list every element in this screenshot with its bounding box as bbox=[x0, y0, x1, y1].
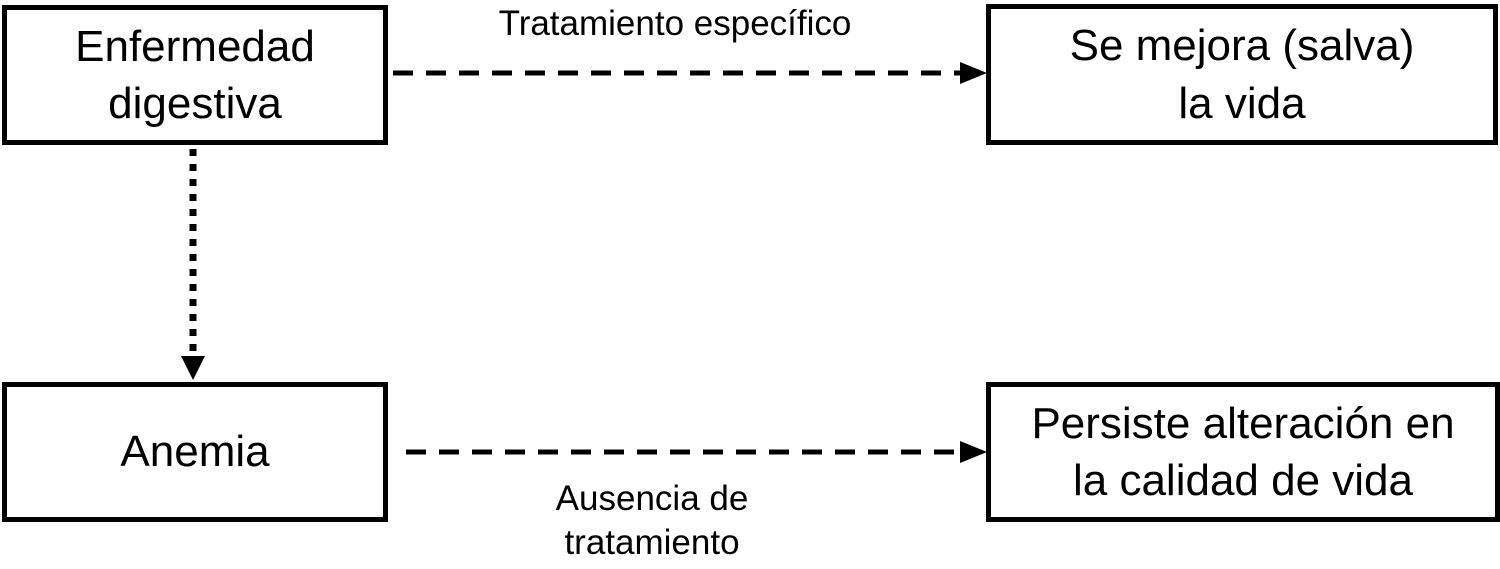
node-anemia-label: Anemia bbox=[120, 427, 270, 477]
node-anemia: Anemia bbox=[2, 382, 388, 522]
node-persiste-alteracion: Persiste alteración en la calidad de vid… bbox=[986, 382, 1500, 522]
node-se-mejora-la-vida-label: Se mejora (salva) la vida bbox=[1069, 21, 1415, 128]
dotted-arrow-vertical-arrowhead-icon bbox=[181, 356, 205, 380]
edge-label-tratamiento-especifico: Tratamiento específico bbox=[498, 4, 852, 43]
node-persiste-alteracion-label: Persiste alteración en la calidad de vid… bbox=[1031, 398, 1455, 505]
node-enfermedad-digestiva-label: Enfermedad digestiva bbox=[75, 21, 315, 128]
node-enfermedad-digestiva: Enfermedad digestiva bbox=[2, 5, 388, 145]
dashed-arrow-bottom-arrowhead-icon bbox=[960, 441, 987, 463]
edge-label-ausencia-de-tratamiento: Ausencia de tratamiento bbox=[555, 479, 749, 563]
node-se-mejora-la-vida: Se mejora (salva) la vida bbox=[986, 4, 1498, 145]
dashed-arrow-top-arrowhead-icon bbox=[960, 62, 987, 84]
